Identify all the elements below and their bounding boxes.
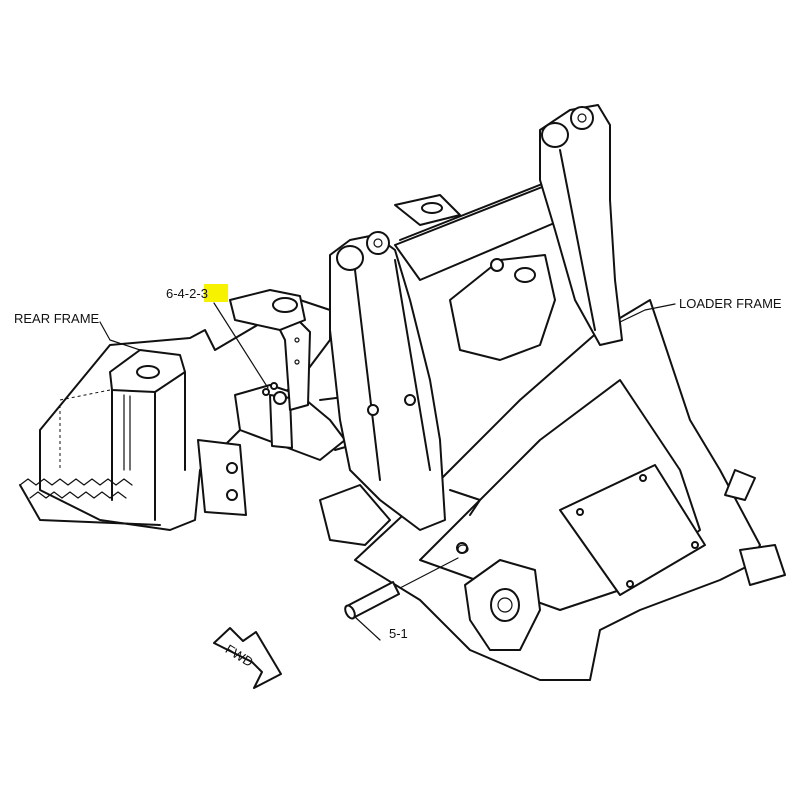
fwd-direction-arrow: FWD xyxy=(213,627,282,689)
leader-loader-frame xyxy=(619,303,676,323)
part-ref-highlight[interactable]: 3 xyxy=(201,286,208,301)
pin-part-5-1 xyxy=(344,544,469,641)
loader-frame-label: LOADER FRAME xyxy=(679,296,782,311)
part-ref-highlight-box xyxy=(204,284,228,302)
leader-6-4-2-3 xyxy=(213,302,269,389)
rear-frame-label: REAR FRAME xyxy=(14,311,100,326)
leader-rear-frame xyxy=(99,321,141,351)
leader-lines xyxy=(99,302,676,389)
part-ref-label[interactable]: 6-4-2-3 xyxy=(166,286,208,301)
loader-frame-drawing xyxy=(319,104,786,681)
pin-ref-label: 5-1 xyxy=(389,626,408,641)
part-ref-prefix: 6-4-2- xyxy=(166,286,201,301)
rear-frame-drawing xyxy=(19,289,331,531)
